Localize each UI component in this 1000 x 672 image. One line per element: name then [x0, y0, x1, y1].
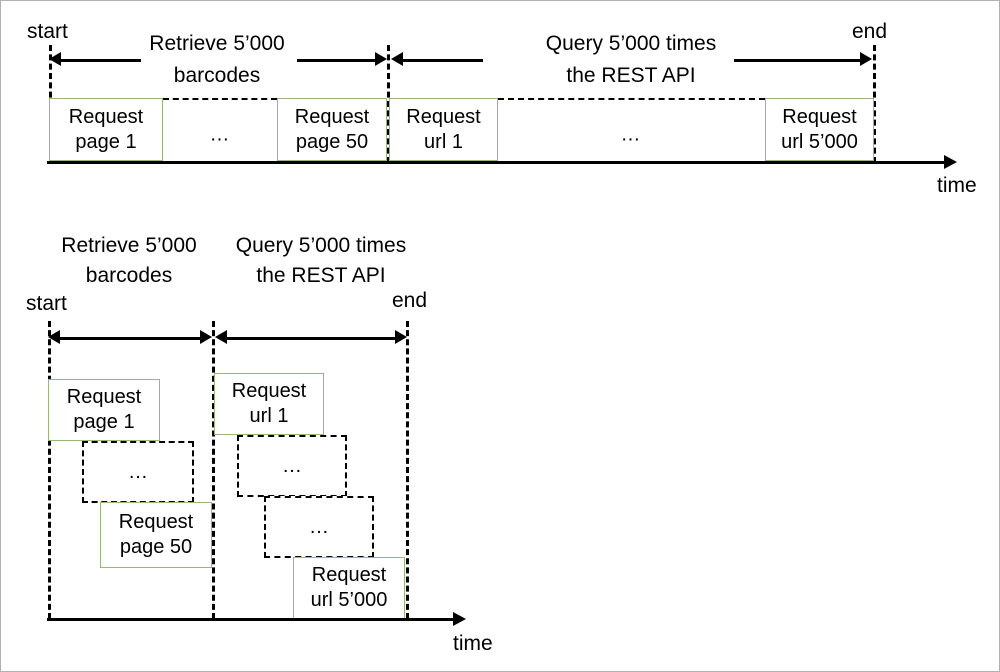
bottom-right-box-gap-1-ellipsis: …: [282, 454, 302, 477]
bottom-left-box-req-page-50-line2: page 50: [119, 536, 193, 558]
top-box-req-url-5000-line2: url 5’000: [781, 130, 858, 153]
top-box-req-page-50: Request page 50: [277, 98, 387, 161]
top-phase-retrieve-line2: barcodes: [173, 64, 261, 87]
bottom-left-box-req-page-1-line1: Request: [66, 386, 142, 408]
bottom-left-box-gap-1: …: [82, 441, 194, 503]
top-gap-urls-ellipsis: …: [620, 123, 642, 146]
bottom-right-box-req-url-1-line2: url 1: [249, 405, 289, 427]
bottom-end-marker: [406, 321, 409, 619]
top-time-axis: [47, 161, 945, 164]
top-box-req-page-50-line2: page 50: [295, 130, 369, 153]
top-gap-pages-ellipsis: …: [209, 123, 231, 146]
bottom-left-box-req-page-50: Request page 50: [100, 502, 212, 568]
bottom-left-box-req-page-50-line1: Request: [118, 511, 194, 533]
bottom-phase-divider-marker: [212, 321, 215, 619]
bottom-phase-retrieve-line1: Retrieve 5’000: [61, 234, 197, 257]
top-box-req-url-5000-line1: Request: [782, 105, 857, 128]
bottom-right-box-req-url-5000-line1: Request: [311, 564, 387, 586]
bottom-left-box-gap-1-ellipsis: …: [128, 460, 148, 483]
top-phase-query-line1: Query 5’000 times: [545, 32, 717, 55]
top-measure-retrieve-right-seg: [297, 59, 377, 62]
bottom-end-label: end: [392, 289, 428, 312]
bottom-time-axis-label: time: [453, 632, 493, 655]
top-measure-retrieve-left-seg: [59, 59, 141, 62]
top-start-label: start: [27, 20, 68, 43]
top-phase-divider-marker: [387, 45, 390, 163]
bottom-measure-query-arrowhead-left: [215, 330, 227, 344]
top-box-req-url-1-line1: Request: [406, 105, 481, 128]
top-measure-query-right-seg: [734, 59, 862, 62]
bottom-measure-query-arrowhead-right: [395, 330, 407, 344]
bottom-start-marker: [48, 321, 51, 619]
bottom-measure-retrieve-seg: [58, 337, 201, 340]
top-measure-query-arrowhead-left: [391, 52, 403, 66]
top-box-req-page-1: Request page 1: [49, 98, 163, 161]
bottom-measure-query-seg: [225, 337, 396, 340]
top-box-req-url-5000: Request url 5’000: [765, 98, 874, 161]
bottom-right-box-req-url-1: Request url 1: [214, 373, 324, 435]
top-phase-query-line2: the REST API: [566, 64, 696, 87]
top-box-req-page-1-line2: page 1: [75, 130, 137, 153]
top-phase-retrieve-line1: Retrieve 5’000: [149, 32, 285, 55]
top-time-axis-label: time: [937, 174, 977, 197]
bottom-right-box-req-url-5000: Request url 5’000: [293, 557, 405, 619]
top-box-req-page-50-line1: Request: [294, 105, 370, 128]
bottom-phase-query-line2: the REST API: [256, 264, 386, 287]
bottom-left-box-req-page-1: Request page 1: [48, 379, 160, 441]
bottom-right-box-gap-2: …: [264, 496, 374, 558]
bottom-right-box-req-url-1-line1: Request: [231, 380, 307, 402]
top-measure-query-left-seg: [401, 59, 483, 62]
top-gap-urls-connector: [498, 98, 765, 100]
top-measure-retrieve-arrowhead-left: [49, 52, 61, 66]
bottom-phase-query-line1: Query 5’000 times: [235, 234, 407, 257]
bottom-time-axis: [47, 618, 454, 621]
top-box-req-url-1-line2: url 1: [424, 130, 463, 153]
top-end-marker: [873, 45, 876, 163]
bottom-right-box-gap-2-ellipsis: …: [309, 515, 329, 538]
top-box-req-url-1: Request url 1: [389, 98, 498, 161]
bottom-measure-retrieve-arrowhead-right: [200, 330, 212, 344]
bottom-measure-retrieve-arrowhead-left: [48, 330, 60, 344]
top-time-axis-arrowhead: [944, 155, 957, 169]
bottom-right-box-gap-1: …: [237, 435, 347, 497]
bottom-phase-retrieve-line2: barcodes: [85, 264, 173, 287]
bottom-left-box-req-page-1-line2: page 1: [73, 411, 135, 433]
bottom-right-box-req-url-5000-line2: url 5’000: [310, 589, 388, 611]
top-gap-pages-connector: [163, 98, 277, 100]
top-end-label: end: [852, 20, 888, 43]
top-box-req-page-1-line1: Request: [68, 105, 144, 128]
top-measure-query-arrowhead-right: [860, 52, 872, 66]
bottom-time-axis-arrowhead: [453, 612, 466, 626]
top-measure-retrieve-arrowhead-right: [375, 52, 387, 66]
bottom-start-label: start: [26, 292, 67, 315]
